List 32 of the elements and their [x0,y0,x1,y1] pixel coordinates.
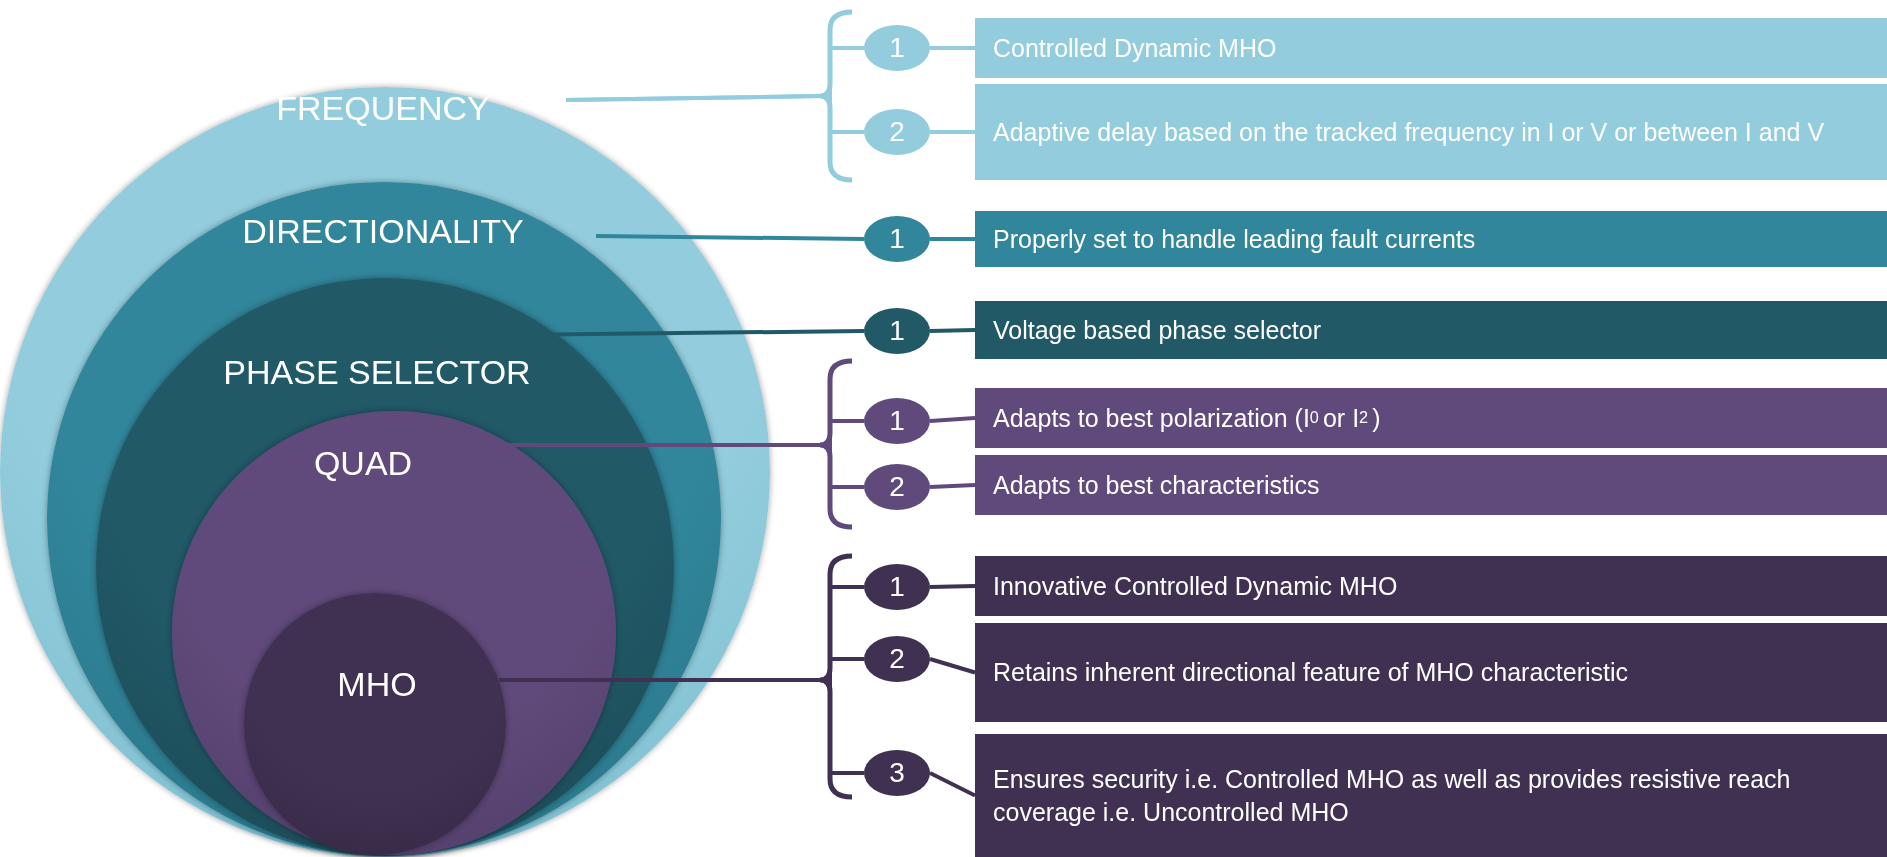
circle-label: PHASE SELECTOR [223,352,531,392]
connector-line [929,328,976,333]
number-badge: 1 [864,564,930,610]
text-bar: Adapts to best characteristics [975,455,1887,515]
circle-label: FREQUENCY [276,88,490,128]
text-bar: Controlled Dynamic MHO [975,18,1887,78]
connector-line [929,771,976,798]
connector-line [929,657,976,675]
number-badge: 1 [864,25,930,71]
number-badge: 1 [864,308,930,354]
number-badge: 2 [864,636,930,682]
text-bar: Adaptive delay based on the tracked frequency in I or V or between I and V [975,84,1887,180]
number-badge: 2 [864,464,930,510]
text-bar: Voltage based phase selector [975,301,1887,359]
connector-line [929,483,976,489]
number-badge: 2 [864,109,930,155]
connector-line [930,130,975,134]
text-bar: Retains inherent directional feature of MHO characteristic [975,623,1887,722]
text-bar: Properly set to handle leading fault currents [975,211,1887,267]
connector-line [930,46,975,50]
number-badge: 1 [864,398,930,444]
text-bar: Innovative Controlled Dynamic MHO [975,556,1887,616]
connector-line [929,416,976,423]
circle-label: QUAD [313,443,413,483]
number-badge: 3 [864,750,930,796]
text-bar: Ensures security i.e. Controlled MHO as well as provides resistive reach coverage i.e. Uncontrolled MHO [975,734,1887,857]
connector-line [929,584,976,589]
number-badge: 1 [864,216,930,262]
connector-line [595,234,865,241]
circle-label: DIRECTIONALITY [242,211,524,251]
circle-label: MHO [337,664,417,704]
connector-line [930,237,975,241]
